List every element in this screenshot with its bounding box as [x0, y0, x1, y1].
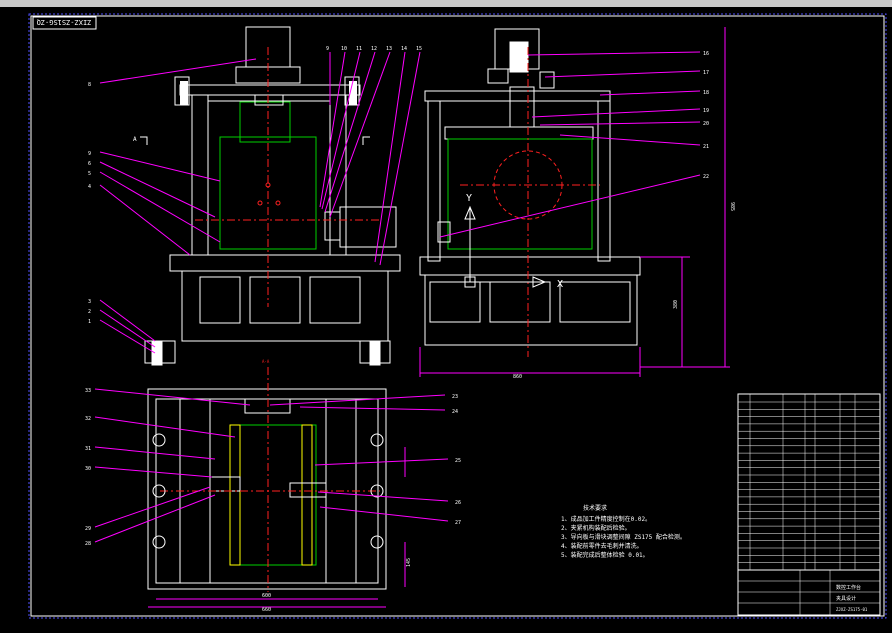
balloon-top-11: 11 — [356, 46, 362, 52]
balloon-1: 1 — [88, 319, 91, 325]
balloon-20: 20 — [703, 121, 709, 127]
balloon-2: 2 — [88, 309, 91, 315]
dim-height-base: 380 — [673, 300, 679, 309]
drawing-svg: ZIXZ-ZS1SG-ZQ — [28, 13, 887, 619]
balloon-22: 22 — [703, 174, 709, 180]
side-balloons: 16 17 18 19 20 21 22 — [703, 51, 709, 180]
section-label-a: A — [133, 136, 137, 143]
dim-plan-outer: 660 — [262, 607, 271, 613]
print-border — [28, 13, 887, 619]
plan-section-mark: A-A — [262, 359, 270, 364]
plan-leaders — [94, 388, 449, 543]
title-drawing-name: 数控工作台 — [836, 584, 861, 591]
balloon-16: 16 — [703, 51, 709, 57]
plan-dimensions — [148, 447, 406, 608]
note-5: 5、装配完成后整体检验 0.01。 — [561, 551, 649, 559]
code-stamp-box — [32, 16, 97, 30]
note-2: 2、夹紧机构装配后检验。 — [561, 524, 631, 532]
balloon-top-9: 9 — [326, 46, 329, 52]
axis-y-label: Y — [466, 193, 472, 204]
balloon-30: 30 — [85, 466, 91, 472]
dim-plan-side: 145 — [406, 558, 412, 567]
balloon-21: 21 — [703, 144, 709, 150]
title-block: 数控工作台 夹具设计 ZJXZ-ZS175-01 — [737, 569, 881, 616]
balloon-top-10: 10 — [341, 46, 347, 52]
balloon-6: 6 — [88, 161, 91, 167]
balloon-8: 8 — [88, 82, 91, 88]
balloon-top-12: 12 — [371, 46, 377, 52]
balloon-18: 18 — [703, 90, 709, 96]
cad-drawing-canvas[interactable]: ZIXZ-ZS1SG-ZQ — [0, 7, 892, 629]
dim-height-total: 985 — [729, 202, 735, 211]
balloon-4: 4 — [88, 184, 91, 190]
balloon-top-14: 14 — [401, 46, 407, 52]
balloon-27: 27 — [455, 520, 461, 526]
notes-title: 技术要求 — [583, 504, 607, 512]
front-leaders — [99, 51, 421, 354]
balloon-top-13: 13 — [386, 46, 392, 52]
balloon-28: 28 — [85, 541, 91, 547]
note-1: 1、成品加工件精度控制在0.02。 — [561, 515, 651, 523]
parts-list — [737, 393, 881, 571]
side-leaders — [439, 51, 701, 238]
balloon-17: 17 — [703, 70, 709, 76]
balloon-9: 9 — [88, 151, 91, 157]
front-balloons-top: 9 10 11 12 13 14 15 — [326, 46, 422, 52]
balloon-5: 5 — [88, 171, 91, 177]
title-drawing-no: ZJXZ-ZS175-01 — [836, 607, 868, 612]
balloon-26: 26 — [455, 500, 461, 506]
balloon-29: 29 — [85, 526, 91, 532]
balloon-31: 31 — [85, 446, 91, 452]
note-4: 4、装配前零件去毛刺并清洗。 — [561, 542, 643, 550]
code-stamp: ZIXZ-ZS1SG-ZQ — [37, 18, 92, 26]
balloon-25: 25 — [455, 458, 461, 464]
balloon-3: 3 — [88, 299, 91, 305]
front-view: A — [133, 26, 401, 366]
plan-view: A-A — [147, 359, 387, 592]
title-designer: 夹具设计 — [836, 595, 856, 602]
side-dimensions — [419, 27, 730, 377]
plan-balloons-right: 23 24 25 26 27 — [452, 394, 461, 526]
side-view: Y X — [419, 28, 641, 357]
note-3: 3、导向板与滑块调整间隙 ZS175 配合检测。 — [561, 533, 686, 541]
front-balloons-left: 8 9 6 5 4 3 2 1 — [88, 82, 91, 325]
balloon-33: 33 — [85, 388, 91, 394]
balloon-19: 19 — [703, 108, 709, 114]
dim-width-side: 860 — [513, 374, 522, 380]
technical-notes: 技术要求 1、成品加工件精度控制在0.02。 2、夹紧机构装配后检验。 3、导向… — [561, 504, 686, 559]
axis-x-label: X — [557, 279, 563, 290]
plan-balloons-left: 33 32 31 30 29 28 — [85, 388, 91, 547]
dim-plan-inner: 600 — [262, 593, 271, 599]
drawing-frame — [30, 15, 885, 617]
balloon-23: 23 — [452, 394, 458, 400]
balloon-32: 32 — [85, 416, 91, 422]
cad-toolbar-strip — [0, 0, 892, 7]
balloon-24: 24 — [452, 409, 458, 415]
balloon-top-15: 15 — [416, 46, 422, 52]
